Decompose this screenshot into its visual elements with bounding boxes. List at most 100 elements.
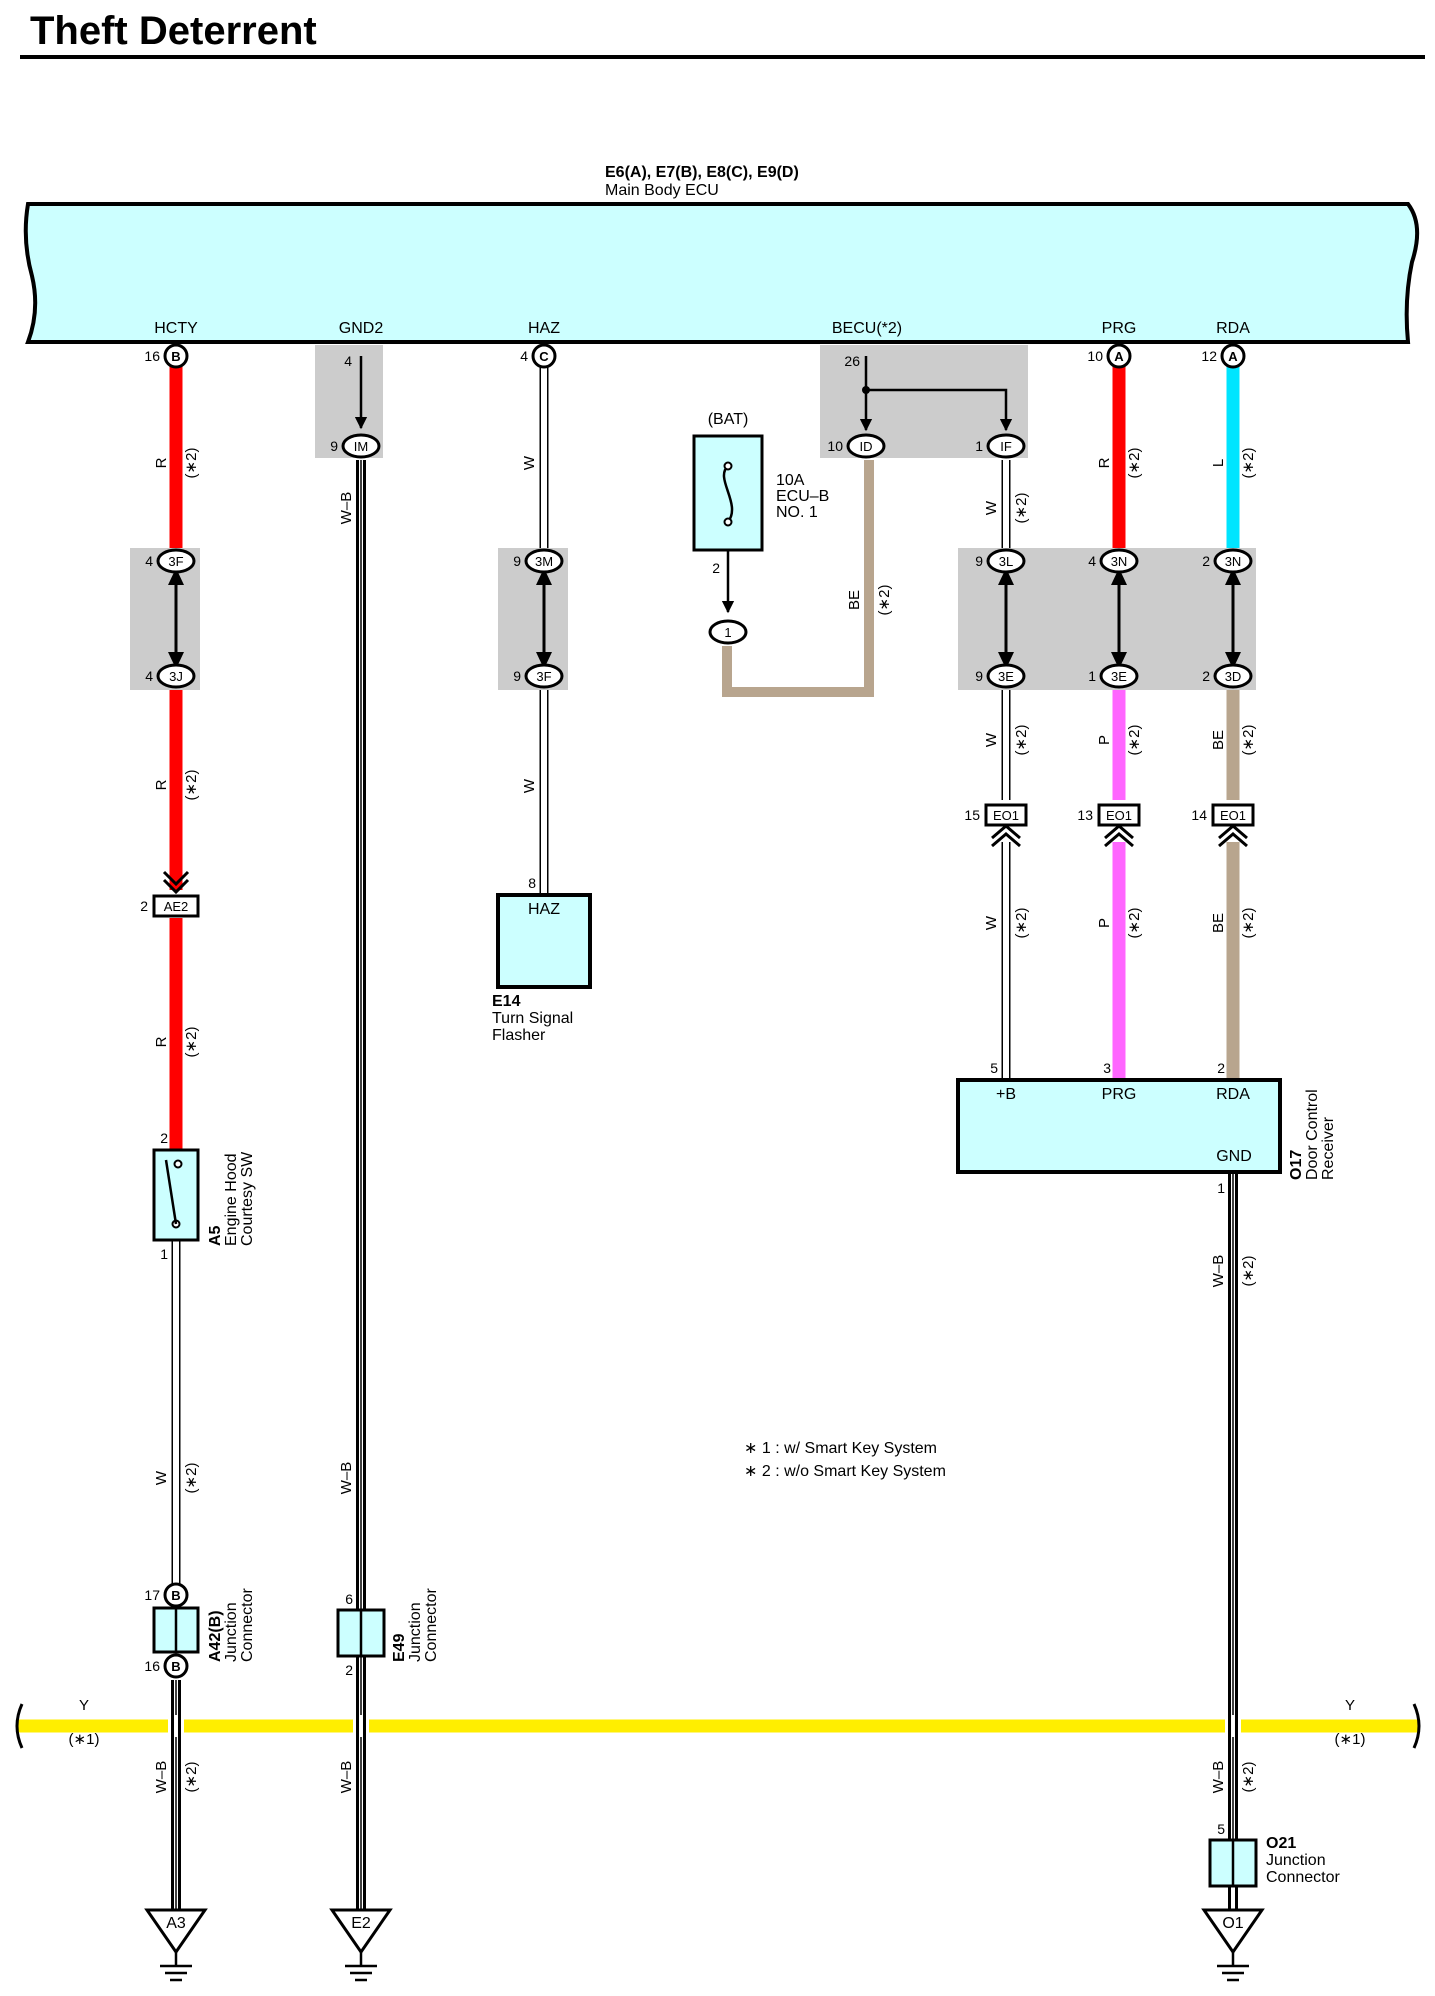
bus-note-left: (∗1) — [69, 1731, 100, 1748]
svg-text:W–B: W–B — [153, 1761, 170, 1794]
svg-text:A: A — [1228, 349, 1238, 364]
connector-3e-a: 3E — [986, 663, 1026, 689]
component-e14 — [496, 893, 592, 989]
svg-text:10: 10 — [827, 438, 843, 454]
double-arrows — [168, 568, 1241, 669]
svg-text:(∗2): (∗2) — [183, 448, 200, 479]
component-e49 — [336, 1608, 386, 1658]
svg-text:(∗2): (∗2) — [1240, 448, 1257, 479]
wire-id-be — [722, 460, 874, 697]
svg-text:Junction: Junction — [407, 1602, 424, 1662]
svg-text:3: 3 — [1103, 1060, 1111, 1076]
ecu-code: E6(A), E7(B), E8(C), E9(D) — [605, 164, 799, 181]
svg-text:3E: 3E — [998, 669, 1014, 684]
fuse-source: (BAT) — [708, 411, 749, 428]
svg-text:9: 9 — [513, 553, 521, 569]
svg-text:2: 2 — [1202, 668, 1210, 684]
svg-text:R: R — [153, 1036, 170, 1047]
connector-3l: 3L — [986, 548, 1026, 574]
svg-text:W: W — [983, 732, 1000, 747]
connector-if: IF — [986, 433, 1026, 459]
component-o21 — [1208, 1838, 1258, 1888]
svg-text:3D: 3D — [1225, 669, 1242, 684]
connector-3d: 3D — [1213, 663, 1253, 689]
svg-text:4: 4 — [344, 353, 352, 369]
svg-text:B: B — [171, 349, 180, 364]
wire-becu-if — [866, 388, 1013, 432]
svg-text:12: 12 — [1201, 348, 1217, 364]
fuse-name-2: NO. 1 — [776, 504, 818, 521]
svg-text:1: 1 — [724, 625, 731, 640]
svg-text:(∗2): (∗2) — [183, 1027, 200, 1058]
svg-text:W: W — [521, 455, 538, 470]
svg-text:E49: E49 — [391, 1633, 408, 1662]
o21-name-2: Connector — [1266, 1869, 1340, 1886]
svg-text:W: W — [983, 915, 1000, 930]
connector-fuse-1: 1 — [708, 619, 748, 645]
connector-id: ID — [846, 433, 886, 459]
svg-text:W–B: W–B — [1210, 1255, 1227, 1288]
svg-text:8: 8 — [528, 875, 536, 891]
svg-text:EO1: EO1 — [993, 808, 1019, 823]
connector-3n-right: 3N — [1213, 548, 1253, 574]
svg-text:(∗2): (∗2) — [183, 770, 200, 801]
connector-eo1-c: EO1 — [1211, 803, 1255, 848]
svg-text:BE: BE — [1210, 730, 1227, 750]
svg-text:Engine Hood: Engine Hood — [223, 1153, 240, 1246]
svg-text:IM: IM — [354, 439, 368, 454]
svg-text:(∗2): (∗2) — [1240, 1256, 1257, 1287]
svg-text:R: R — [1096, 457, 1113, 468]
svg-text:L: L — [1210, 459, 1227, 467]
bus-break-right — [1412, 1703, 1421, 1749]
svg-text:3L: 3L — [999, 554, 1013, 569]
pin-numbers: 16 4 4 26 10 12 9 10 1 4 4 9 9 9 4 2 9 1… — [140, 348, 1225, 1837]
svg-text:2: 2 — [1202, 553, 1210, 569]
svg-text:W–B: W–B — [338, 1761, 355, 1794]
svg-text:Connector: Connector — [239, 1588, 256, 1662]
svg-text:(∗2): (∗2) — [1240, 908, 1257, 939]
svg-text:EO1: EO1 — [1220, 808, 1246, 823]
svg-text:15: 15 — [964, 807, 980, 823]
svg-text:3N: 3N — [1111, 554, 1128, 569]
page-title: Theft Deterrent — [30, 9, 317, 53]
fuse-name-1: ECU–B — [776, 488, 829, 505]
svg-text:26: 26 — [844, 353, 860, 369]
connector-prg: A — [1106, 343, 1132, 369]
svg-text:5: 5 — [990, 1060, 998, 1076]
connector-eo1-a: EO1 — [984, 803, 1028, 848]
connector-hcty: B — [163, 343, 189, 369]
svg-text:14: 14 — [1191, 807, 1207, 823]
svg-text:9: 9 — [975, 553, 983, 569]
svg-text:3E: 3E — [1111, 669, 1127, 684]
svg-text:IF: IF — [1000, 439, 1012, 454]
connector-3e-b: 3E — [1099, 663, 1139, 689]
svg-text:4: 4 — [520, 348, 528, 364]
connector-eo1-b: EO1 — [1097, 803, 1141, 848]
ground-o1-icon — [1201, 1908, 1265, 1982]
svg-text:(∗2): (∗2) — [1240, 725, 1257, 756]
svg-text:AE2: AE2 — [164, 899, 189, 914]
wire-codes: R (∗2) R (∗2) R (∗2) W (∗2) W–B (∗2) W–B… — [153, 448, 1257, 1794]
svg-text:4: 4 — [145, 553, 153, 569]
fuse-ecu-b — [692, 434, 764, 552]
o21-code: O21 — [1266, 1835, 1296, 1852]
ecu-term-prg: PRG — [1102, 320, 1137, 337]
ground-a3-icon — [144, 1908, 208, 1982]
svg-text:BE: BE — [846, 590, 863, 610]
svg-text:5: 5 — [1217, 1821, 1225, 1837]
svg-text:ID: ID — [860, 439, 873, 454]
svg-text:B: B — [171, 1588, 180, 1603]
component-a42: B B — [152, 1582, 200, 1679]
svg-text:(∗2): (∗2) — [1126, 448, 1143, 479]
ground-a3-label: A3 — [166, 1915, 186, 1932]
e49-label: E49 Junction Connector — [391, 1588, 440, 1662]
bus-y-right: Y — [1345, 1697, 1355, 1714]
ecu-term-gnd2: GND2 — [339, 320, 384, 337]
svg-text:1: 1 — [975, 438, 983, 454]
svg-text:3M: 3M — [535, 554, 553, 569]
bus-break-left — [15, 1703, 24, 1749]
svg-text:A: A — [1114, 349, 1124, 364]
svg-text:17: 17 — [144, 1587, 160, 1603]
svg-text:1: 1 — [1088, 668, 1096, 684]
